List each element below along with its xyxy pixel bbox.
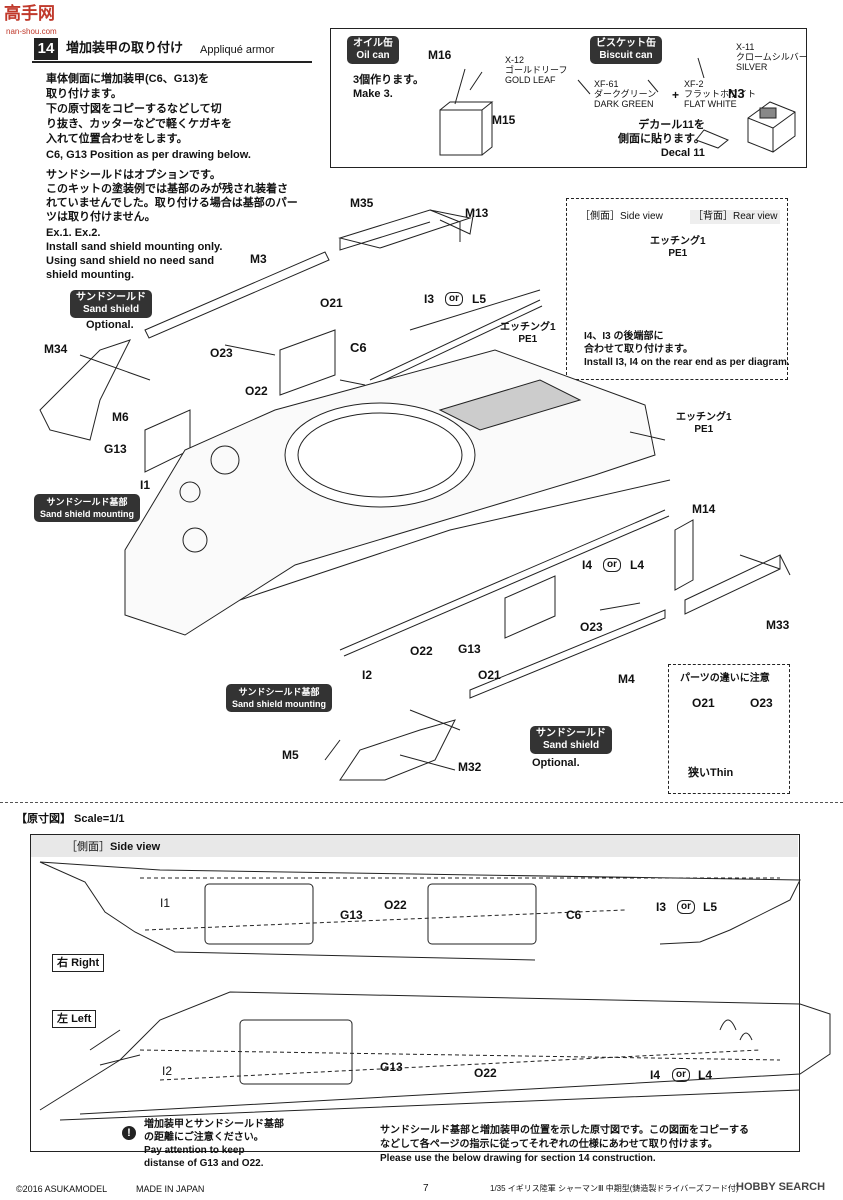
- part-l5: L5: [472, 292, 487, 306]
- parts-difference-title: パーツの違いに注意: [680, 673, 770, 684]
- scale-left-label: 左 Left: [52, 1010, 97, 1028]
- part-m6: M6: [112, 410, 129, 424]
- part-g13: G13: [104, 442, 127, 456]
- diff-thin: 狭いThin: [688, 767, 734, 779]
- watermark-logo: 高手网: [4, 4, 55, 23]
- part-l4: L4: [630, 558, 645, 572]
- part-i2: I2: [362, 668, 373, 682]
- part-m16: M16: [428, 48, 452, 62]
- oil-can-make: 3個作ります。Make 3.: [353, 74, 425, 100]
- part-i1: I1: [140, 478, 151, 492]
- scale-o22-b: O22: [474, 1066, 497, 1080]
- footer-page-number: 7: [423, 1183, 429, 1194]
- footer-watermark: HOBBY SEARCH: [736, 1181, 826, 1193]
- scale-g13-b: G13: [380, 1060, 403, 1074]
- part-m13: M13: [465, 206, 489, 220]
- paint-plus: +: [672, 88, 680, 102]
- part-g13-b: G13: [458, 642, 481, 656]
- part-m14: M14: [692, 502, 716, 516]
- footer-made-in: MADE IN JAPAN: [136, 1184, 205, 1194]
- scale-l5: L5: [703, 900, 718, 914]
- scale-divider: [0, 802, 843, 803]
- scale-or: or: [677, 900, 695, 914]
- part-o22-b: O22: [410, 644, 433, 658]
- scale-g13: G13: [340, 908, 363, 922]
- footer-product: 1/35 イギリス陸軍 シャーマンⅢ 中期型(鋳造製ドライバーズフード付): [490, 1184, 739, 1193]
- watermark-url: nan-shou.com: [6, 27, 57, 36]
- scale-c6: C6: [566, 908, 582, 922]
- scale-i1: I1: [160, 896, 171, 910]
- scale-note: サンドシールド基部と増加装甲の位置を示した原寸図です。この図面をコピーするなどし…: [380, 1125, 749, 1164]
- inset-rear-view: ［背面］Rear view: [690, 210, 781, 224]
- or-label-1: or: [445, 292, 463, 306]
- attention-note: 増加装甲とサンドシールド基部の距離にご注意ください。Pay attention …: [144, 1119, 284, 1169]
- part-m34: M34: [44, 342, 68, 356]
- optional-label-2: Optional.: [532, 757, 580, 769]
- part-m35: M35: [350, 196, 374, 210]
- part-m33: M33: [766, 618, 790, 632]
- decal-note: デカール11を側面に貼ります。Decal 11: [618, 119, 705, 159]
- part-o23: O23: [210, 346, 233, 360]
- scale-o22: O22: [384, 898, 407, 912]
- part-o23-b: O23: [580, 620, 603, 634]
- scale-i2: I2: [162, 1064, 173, 1078]
- inset-note: I4、I3 の後端部に合わせて取り付けます。Install I3, I4 on …: [584, 331, 790, 368]
- or-label-2: or: [603, 558, 621, 572]
- parts-difference-box: [668, 664, 790, 794]
- part-o21-b: O21: [478, 668, 501, 682]
- part-m32: M32: [458, 760, 482, 774]
- inset-side-view: ［側面］Side view: [580, 211, 663, 222]
- part-m5: M5: [282, 748, 299, 762]
- part-m15: M15: [492, 113, 516, 127]
- cans-box: [330, 28, 807, 168]
- part-o22: O22: [245, 384, 268, 398]
- scale-i3: I3: [656, 900, 667, 914]
- part-i3: I3: [424, 292, 435, 306]
- part-m4: M4: [618, 672, 635, 686]
- part-n3: N3: [728, 86, 745, 101]
- scale-title: 【原寸図】 Scale=1/1: [16, 813, 125, 825]
- part-o21-top: O21: [320, 296, 343, 310]
- part-m3: M3: [250, 252, 267, 266]
- scale-i4: I4: [650, 1068, 661, 1082]
- diff-o21: O21: [692, 696, 715, 710]
- step-title-jp: 増加装甲の取り付け: [66, 40, 184, 55]
- assembly-drawing: [39, 57, 796, 781]
- scale-drawing-box: [30, 834, 800, 1152]
- diff-o23: O23: [750, 696, 773, 710]
- scale-or-2: or: [672, 1068, 690, 1082]
- optional-label: Optional.: [86, 319, 134, 331]
- part-c6: C6: [350, 340, 367, 355]
- scale-l4: L4: [698, 1068, 713, 1082]
- step-number: 14: [34, 38, 58, 60]
- scale-right-label: 右 Right: [52, 954, 105, 972]
- scale-side-view-header: [31, 835, 798, 857]
- part-i4: I4: [582, 558, 593, 572]
- step-header-bar: [32, 37, 312, 63]
- footer-copyright: ©2016 ASUKAMODEL: [16, 1184, 108, 1194]
- attention-icon: !: [122, 1126, 136, 1140]
- rear-detail-box: [566, 198, 788, 380]
- scale-side-view: ［側面］Side view: [66, 841, 161, 853]
- step-title-en: Appliqué armor: [200, 44, 275, 56]
